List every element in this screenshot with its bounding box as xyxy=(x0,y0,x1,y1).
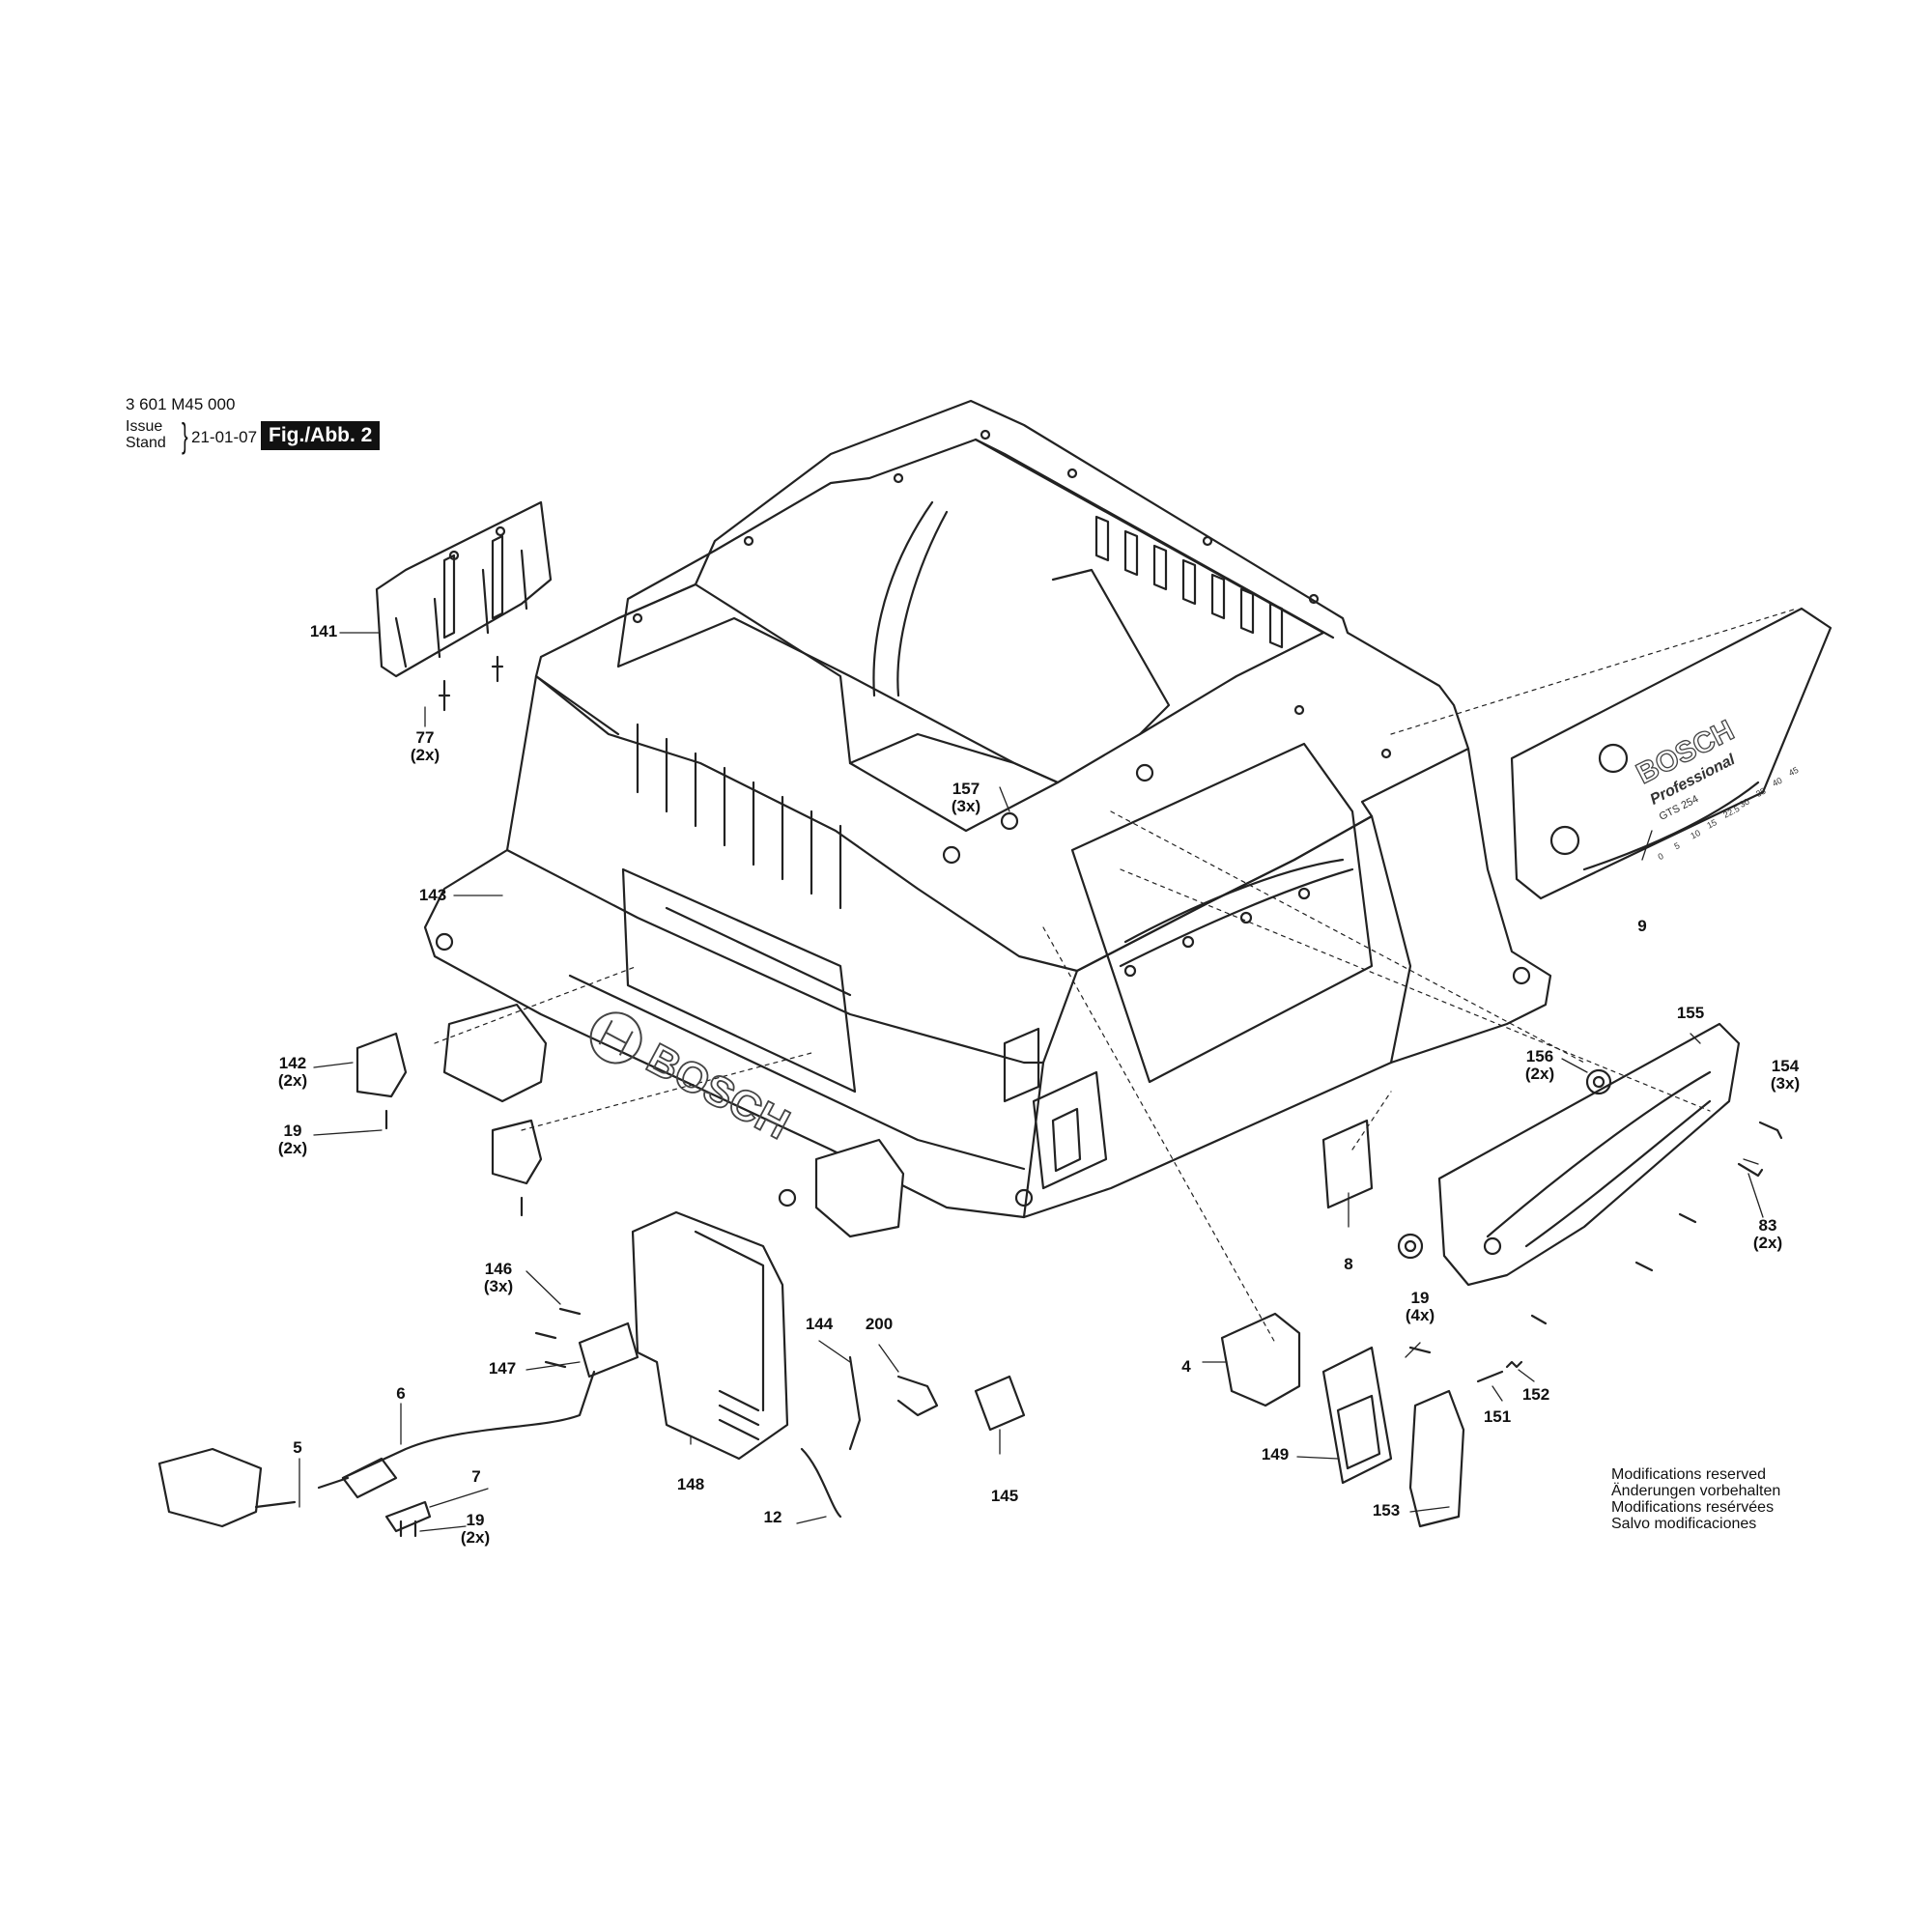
callout-19-b: 19(2x) xyxy=(460,1511,491,1547)
part-156-washers xyxy=(1397,1068,1612,1260)
callout-12: 12 xyxy=(763,1508,782,1526)
callout-154: 154(3x) xyxy=(1770,1057,1801,1093)
callout-148: 148 xyxy=(676,1475,705,1493)
issue-label: Issue xyxy=(126,418,163,435)
part-147-terminal xyxy=(578,1321,639,1378)
brace-glyph: } xyxy=(182,415,188,455)
callout-200: 200 xyxy=(865,1315,894,1333)
wiring-harness xyxy=(800,1355,939,1519)
back-wall-slots xyxy=(1094,515,1284,649)
callout-142: 142(2x) xyxy=(277,1054,308,1090)
callout-5: 5 xyxy=(293,1438,302,1457)
figure-badge: Fig./Abb. 2 xyxy=(261,421,381,450)
issue-labels: Issue Stand xyxy=(126,418,166,451)
callout-6: 6 xyxy=(396,1384,406,1403)
part-148-switch-box xyxy=(631,1210,789,1461)
callout-143: 143 xyxy=(418,886,447,904)
callout-144: 144 xyxy=(805,1315,834,1333)
scale-tick-label: 10 xyxy=(1689,828,1701,840)
stand-label: Stand xyxy=(126,435,166,451)
callout-152: 152 xyxy=(1521,1385,1550,1404)
part-9-scale-plate xyxy=(1510,607,1833,900)
screws xyxy=(384,1109,1783,1538)
assembly-lines xyxy=(434,608,1798,1344)
part-152-spring xyxy=(1505,1360,1523,1369)
bosch-logo: BOSCH xyxy=(589,1011,798,1150)
callout-19-c: 19(4x) xyxy=(1405,1289,1435,1324)
callout-147: 147 xyxy=(488,1359,517,1378)
scale-tick-label: 5 xyxy=(1673,840,1682,851)
modifications-notice: Modifications reserved Änderungen vorbeh… xyxy=(1611,1466,1780,1532)
part-149-plate xyxy=(1321,1346,1393,1485)
notice-line: Modifications resérvées xyxy=(1611,1499,1775,1516)
part-157-nuts xyxy=(942,763,1154,865)
callout-145: 145 xyxy=(990,1487,1019,1505)
scale-tick-label: 30 xyxy=(1738,796,1750,809)
callout-157: 157(3x) xyxy=(951,780,981,815)
notice-line: Änderungen vorbehalten xyxy=(1611,1483,1781,1499)
part-155-guard-plate xyxy=(1437,1022,1741,1287)
callout-146: 146(3x) xyxy=(483,1260,514,1295)
callout-141: 141 xyxy=(309,622,338,640)
callout-156: 156(2x) xyxy=(1524,1047,1555,1083)
scale-tick-label: 15 xyxy=(1705,817,1718,830)
callout-149: 149 xyxy=(1261,1445,1290,1463)
part-5-6-power-cord xyxy=(157,1370,596,1528)
left-wall-slots xyxy=(636,723,842,910)
callout-77: 77(2x) xyxy=(410,728,440,764)
notice-line: Modifications reserved xyxy=(1611,1466,1767,1483)
part-141-bracket xyxy=(375,500,553,712)
scale-tick-label: 35 xyxy=(1754,786,1767,799)
callout-7: 7 xyxy=(471,1467,481,1486)
callout-153: 153 xyxy=(1372,1501,1401,1520)
scale-tick-label: 0 xyxy=(1657,851,1665,862)
part-4-switch xyxy=(1220,1312,1301,1407)
callout-151: 151 xyxy=(1483,1407,1512,1426)
callout-4: 4 xyxy=(1181,1357,1191,1376)
mounting-holes xyxy=(435,429,1531,1208)
model-number: 3 601 M45 000 xyxy=(126,395,236,413)
bosch-logo-text: BOSCH xyxy=(639,1035,797,1149)
leader-lines xyxy=(298,632,1764,1532)
part-8-label xyxy=(1321,1119,1374,1209)
part-142-feet xyxy=(355,1032,543,1185)
scale-tick-label: 40 xyxy=(1771,776,1783,788)
callout-155: 155 xyxy=(1676,1004,1705,1022)
part-7-clamp xyxy=(384,1500,432,1533)
notice-line: Salvo modificaciones xyxy=(1611,1516,1757,1532)
callout-9: 9 xyxy=(1637,917,1647,935)
callout-83: 83(2x) xyxy=(1752,1216,1783,1252)
part-153-cover xyxy=(1408,1389,1465,1528)
issue-date: 21-01-07 xyxy=(191,428,258,446)
part-151-pin xyxy=(1476,1370,1504,1383)
stand-body xyxy=(423,399,1552,1238)
part-145-switch xyxy=(974,1375,1026,1432)
scale-tick-label: 45 xyxy=(1787,765,1800,778)
callout-8: 8 xyxy=(1344,1255,1353,1273)
callout-19-a: 19(2x) xyxy=(277,1122,308,1157)
